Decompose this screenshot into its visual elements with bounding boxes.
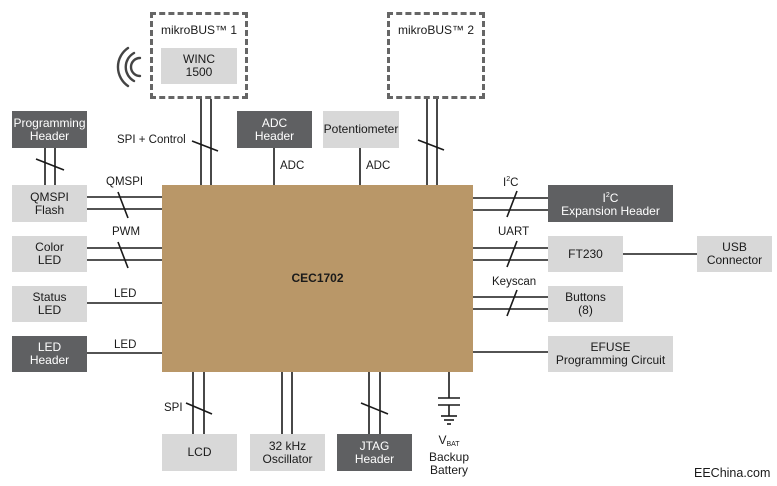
oscillator-32khz: 32 kHz Oscillator — [250, 434, 325, 471]
qmspi-flash: QMSPI Flash — [12, 185, 87, 222]
efuse-programming-circuit: EFUSE Programming Circuit — [548, 336, 673, 372]
uart-bus-label: UART — [498, 226, 530, 238]
i2c-bus-label: I2C — [503, 176, 519, 189]
adc-header-bus-label: ADC — [280, 160, 305, 172]
usb-connector: USB Connector — [697, 236, 772, 272]
spi-slash — [185, 402, 213, 415]
led-header-bus-label: LED — [114, 339, 137, 351]
jtag-slash — [360, 402, 389, 415]
winc1500-module: WINC 1500 — [161, 48, 237, 84]
i2c-expansion-header: I2C Expansion Header — [548, 185, 673, 222]
wireless-icon — [116, 46, 142, 88]
vbat-backup-battery-label: VBAT Backup Battery — [428, 432, 470, 477]
spi-bus-label: SPI — [164, 402, 183, 414]
cec1702-mcu: CEC1702 — [162, 185, 473, 372]
ft230: FT230 — [548, 236, 623, 272]
mikrobus2-socket: mikroBUS™ 2 — [387, 12, 485, 99]
spi-control-slash — [191, 140, 219, 152]
mikrobus2-label: mikroBUS™ 2 — [397, 23, 474, 37]
pwm-slash — [117, 241, 129, 269]
pwm-bus-label: PWM — [112, 226, 141, 238]
status-led: Status LED — [12, 286, 87, 322]
qmspi-slash — [117, 191, 129, 219]
potentiometer: Potentiometer — [323, 111, 399, 148]
programming-header: Programming Header — [12, 111, 87, 148]
adc-header: ADC Header — [237, 111, 312, 148]
spi-control-label: SPI + Control — [117, 134, 186, 146]
programming-slash — [35, 158, 65, 171]
mikrobus1-label: mikroBUS™ 1 — [160, 23, 237, 37]
mcu-label: CEC1702 — [291, 271, 344, 285]
color-led: Color LED — [12, 236, 87, 272]
uart-slash — [506, 240, 518, 268]
led-header: LED Header — [12, 336, 87, 372]
keyscan-bus-label: Keyscan — [492, 276, 537, 288]
status-led-bus-label: LED — [114, 288, 137, 300]
lcd: LCD — [162, 434, 237, 471]
watermark: EEChina.com — [694, 466, 771, 480]
potentiometer-bus-label: ADC — [366, 160, 391, 172]
buttons: Buttons (8) — [548, 286, 623, 322]
keyscan-slash — [506, 289, 518, 317]
jtag-header: JTAG Header — [337, 434, 412, 471]
qmspi-bus-label: QMSPI — [106, 176, 144, 188]
mikrobus2-slash — [417, 139, 445, 151]
i2c-slash — [506, 190, 518, 218]
